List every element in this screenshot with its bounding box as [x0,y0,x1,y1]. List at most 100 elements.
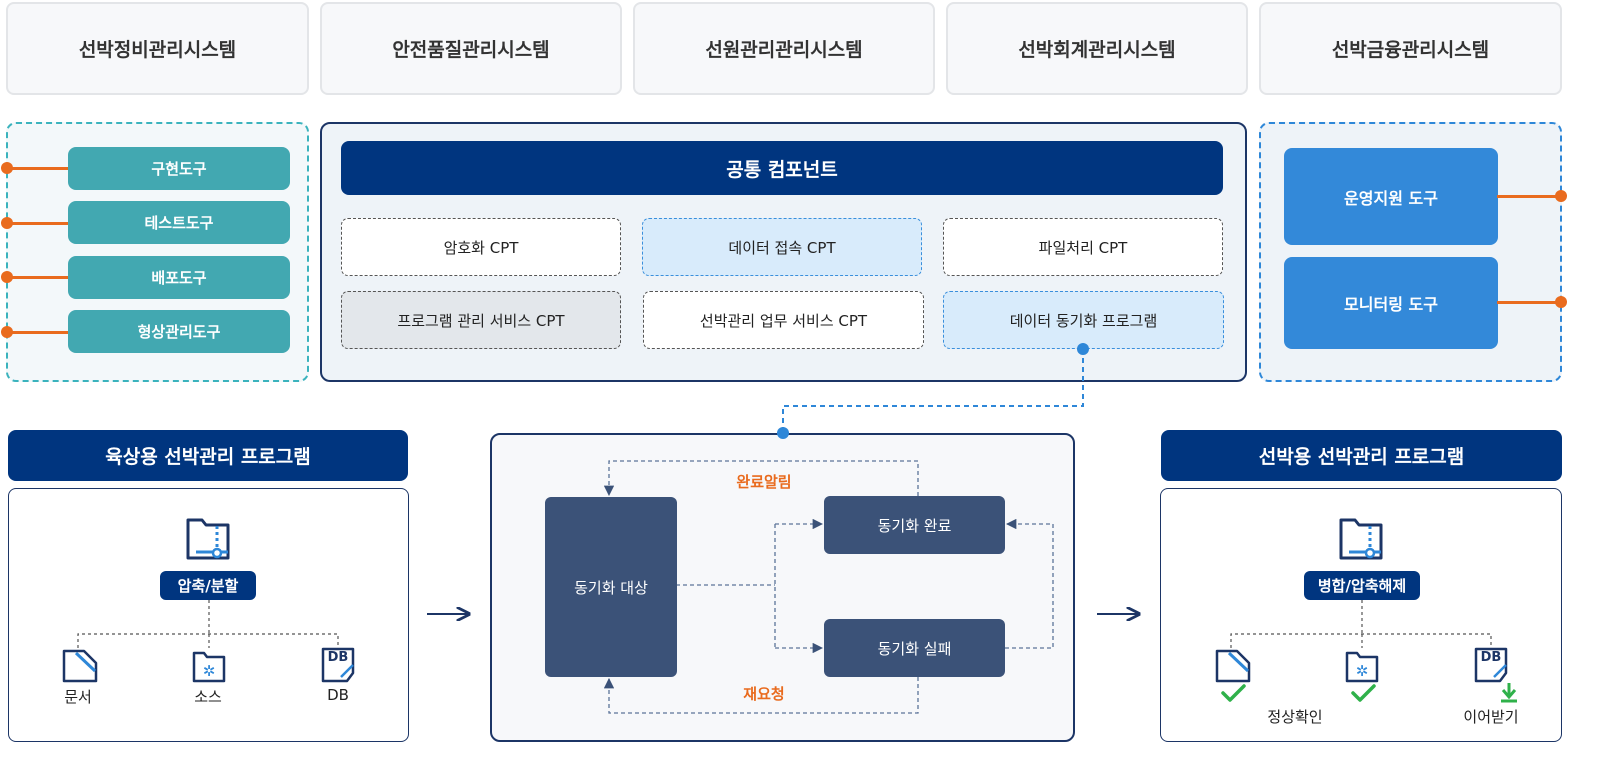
sync-link-dot-bottom [777,427,789,439]
resume-label: 이어받기 [1451,706,1531,727]
db-icon-label: DB [1480,650,1502,665]
land-title-text: 육상용 선박관리 프로그램 [105,446,311,468]
system-box-accounting: 선박회계관리시스템 [946,2,1248,95]
normal-check-label: 정상확인 [1255,706,1335,727]
connector-dot [1555,296,1567,308]
sync-target-box: 동기화 대상 [545,497,677,677]
notify-flow-line [603,460,919,497]
system-label: 선박금융관리시스템 [1331,39,1490,61]
tool-connector [7,222,69,225]
retry-flow-line [603,677,919,714]
ops-support-tool: 운영지원 도구 [1284,148,1498,245]
cpt-ship-business-service: 선박관리 업무 서비스 CPT [643,291,924,349]
item-label: 소스 [194,688,222,706]
source-gear-icon: ✲ [1345,651,1379,683]
document-icon [1215,649,1251,683]
cpt-label: 데이터 접속 CPT [728,238,836,257]
tool-label: 형상관리도구 [137,323,221,341]
system-box-crew: 선원관리관리시스템 [633,2,935,95]
ops-label: 모니터링 도구 [1344,295,1438,314]
pill-label: 압축/분할 [177,577,239,595]
merge-decompress-pill: 병합/압축해제 [1304,571,1420,600]
check-icon [1221,684,1246,702]
zip-folder-icon [186,518,230,560]
svg-text:✲: ✲ [1356,662,1369,680]
ops-label: 운영지원 도구 [1344,188,1438,208]
item-label: DB [327,686,349,704]
tool-test: 테스트도구 [68,201,290,244]
land-program-title: 육상용 선박관리 프로그램 [8,430,408,481]
ops-connector [1497,195,1559,198]
tool-implementation: 구현도구 [68,147,290,190]
notify-text: 완료알림 [736,473,792,491]
tool-label: 배포도구 [151,269,207,287]
connector-dot [1,162,13,174]
land-item-source: 소스 [178,686,238,707]
system-label: 선박정비관리시스템 [78,39,237,61]
ship-title-text: 선박용 선박관리 프로그램 [1258,446,1465,468]
pill-label: 병합/압축해제 [1317,577,1407,595]
sync-fail-label: 동기화 실패 [877,639,952,658]
cpt-program-management: 프로그램 관리 서비스 CPT [341,291,621,349]
common-components-title: 공통 컴포넌트 [341,141,1223,195]
system-box-maintenance: 선박정비관리시스템 [6,2,309,95]
system-label: 선원관리관리시스템 [705,39,863,61]
system-label: 선박회계관리시스템 [1018,39,1176,61]
document-icon [62,649,98,683]
db-icon-text: DB [1476,650,1506,665]
cpt-label: 프로그램 관리 서비스 CPT [397,311,565,330]
cpt-label: 파일처리 CPT [1038,238,1128,257]
tool-configuration: 형상관리도구 [68,310,290,353]
cpt-label: 선박관리 업무 서비스 CPT [699,311,868,330]
db-icon-text: DB [323,650,353,665]
retry-text: 재요청 [743,685,785,703]
zip-folder-icon [1339,518,1383,560]
svg-text:✲: ✲ [203,662,216,680]
item-label: 문서 [64,688,92,706]
tool-connector [7,331,69,334]
cpt-data-sync-program: 데이터 동기화 프로그램 [943,291,1224,349]
sync-link-dot-top [1077,343,1089,355]
database-icon [1474,647,1508,683]
db-icon-label: DB [327,650,349,665]
land-item-document: 문서 [48,686,108,707]
sync-fail-box: 동기화 실패 [824,619,1005,677]
system-box-safety: 안전품질관리시스템 [320,2,622,95]
check-icon [1351,684,1376,702]
cpt-data-access: 데이터 접속 CPT [642,218,922,276]
ship-program-title: 선박용 선박관리 프로그램 [1161,430,1562,481]
tool-label: 구현도구 [151,160,207,178]
system-label: 안전품질관리시스템 [392,39,550,61]
connector-dot [1,217,13,229]
fail-loop-line [1005,518,1054,649]
check-text: 정상확인 [1267,708,1323,726]
tool-connector [7,167,69,170]
tool-label: 테스트도구 [144,214,214,232]
tool-deploy: 배포도구 [68,256,290,299]
cpt-encryption: 암호화 CPT [341,218,621,276]
download-icon [1501,683,1517,703]
connector-dot [1,326,13,338]
tree-line [1230,633,1492,648]
cpt-label: 데이터 동기화 프로그램 [1009,311,1158,330]
ops-monitoring-tool: 모니터링 도구 [1284,257,1498,349]
connector-dot [1555,190,1567,202]
sync-done-label: 동기화 완료 [877,516,952,535]
tree-line [77,633,339,648]
sync-done-box: 동기화 완료 [824,496,1005,554]
retry-label: 재요청 [714,683,814,704]
sync-target-label: 동기화 대상 [574,578,648,597]
notify-label: 완료알림 [714,471,814,492]
connector-dot [1,271,13,283]
cpt-file-processing: 파일처리 CPT [943,218,1223,276]
ops-connector [1497,301,1559,304]
compress-split-pill: 압축/분할 [160,571,256,600]
land-item-db: DB [308,686,368,704]
resume-text: 이어받기 [1463,708,1519,726]
tool-connector [7,276,69,279]
source-gear-icon: ✲ [192,651,226,683]
system-box-finance: 선박금융관리시스템 [1259,2,1562,95]
database-icon [321,647,355,683]
cpt-label: 암호화 CPT [443,238,519,257]
